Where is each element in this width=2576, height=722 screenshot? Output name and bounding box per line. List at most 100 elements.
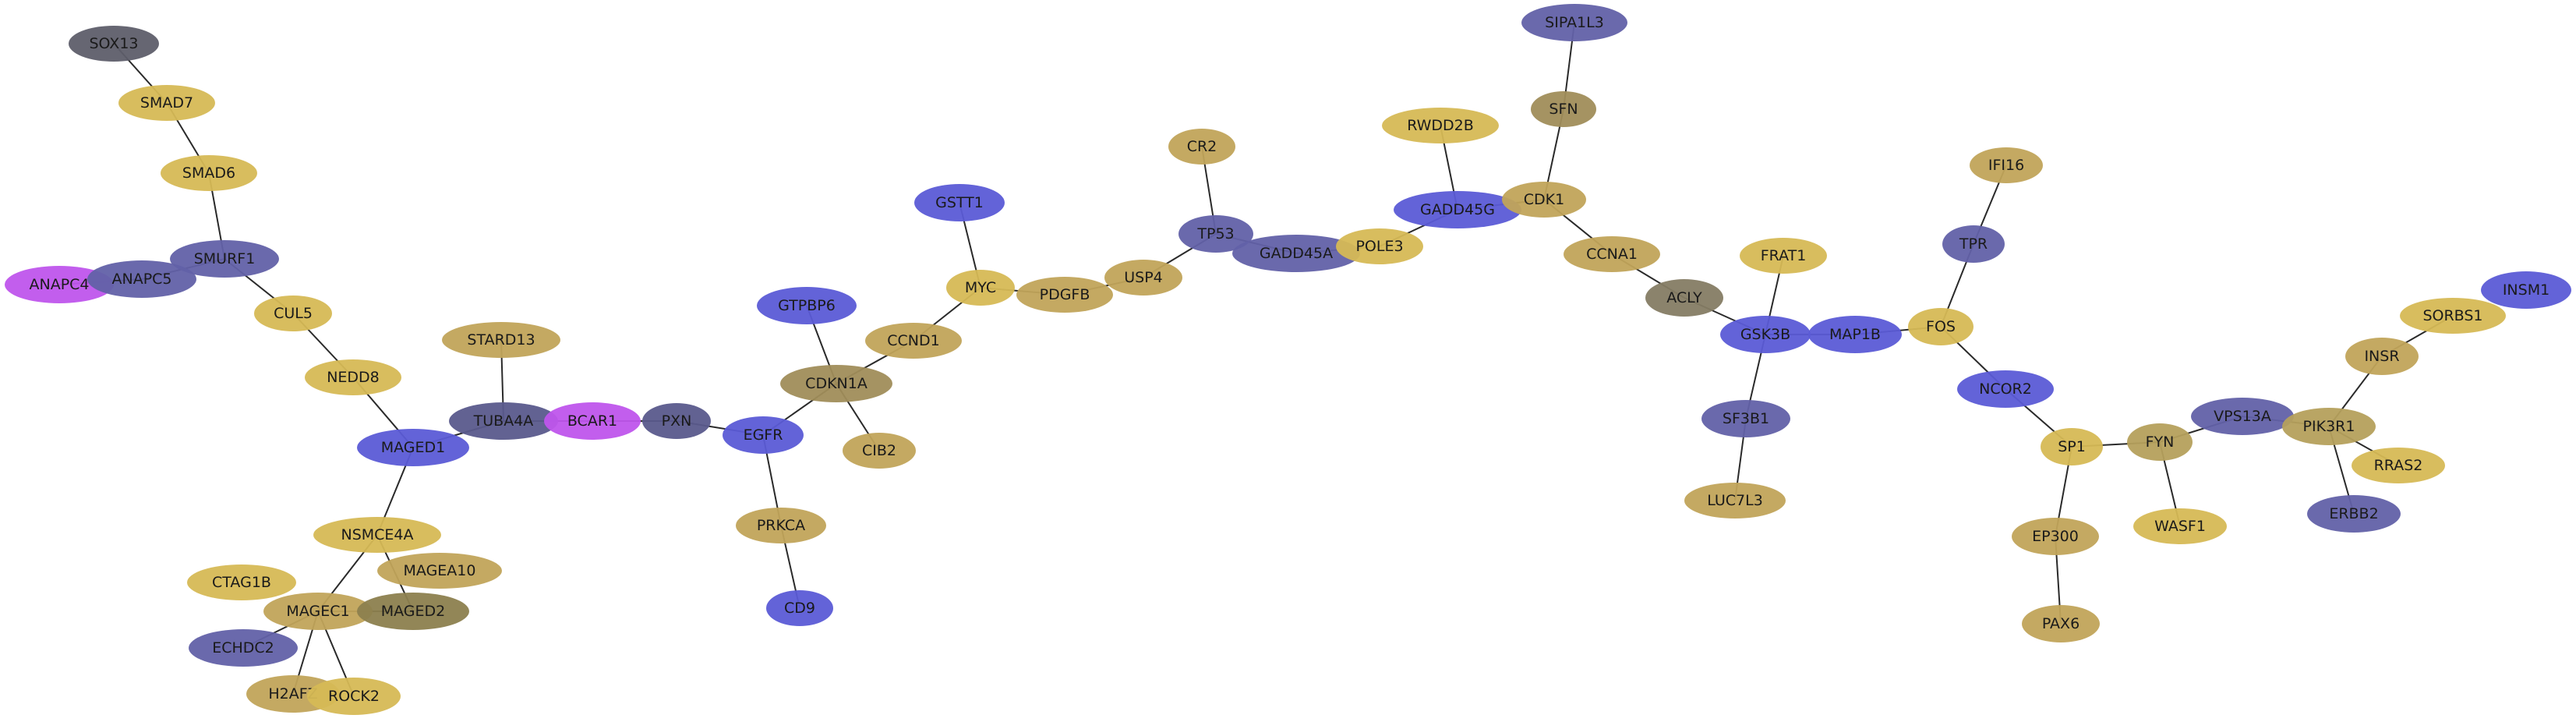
node-cdkn1a[interactable]: CDKN1A: [780, 365, 892, 402]
node-gadd45g[interactable]: GADD45G: [1394, 191, 1521, 228]
node-ellipse: [442, 322, 560, 358]
node-gstt1[interactable]: GSTT1: [914, 184, 1005, 221]
node-label: SOX13: [90, 35, 139, 52]
node-ctag1b[interactable]: CTAG1B: [187, 565, 296, 600]
node-fos[interactable]: FOS: [1908, 308, 1974, 345]
node-maged1[interactable]: MAGED1: [357, 429, 469, 466]
node-cd9[interactable]: CD9: [766, 590, 833, 626]
node-label: USP4: [1124, 269, 1163, 286]
node-gsk3b[interactable]: GSK3B: [1720, 316, 1811, 353]
node-cr2[interactable]: CR2: [1168, 129, 1235, 165]
node-pax6[interactable]: PAX6: [2022, 605, 2100, 642]
node-label: FRAT1: [1761, 247, 1807, 264]
node-ellipse: [189, 629, 298, 667]
node-ifi16[interactable]: IFI16: [1970, 147, 2043, 183]
node-pole3[interactable]: POLE3: [1336, 228, 1423, 264]
node-label: POLE3: [1355, 238, 1403, 255]
node-maged2[interactable]: MAGED2: [357, 593, 469, 630]
node-smad7[interactable]: SMAD7: [118, 85, 215, 121]
node-echdc2[interactable]: ECHDC2: [189, 629, 298, 667]
node-prkca[interactable]: PRKCA: [736, 508, 826, 543]
node-pdgfb[interactable]: PDGFB: [1016, 277, 1113, 313]
node-label: LUC7L3: [1707, 492, 1763, 509]
node-vps13a[interactable]: VPS13A: [2191, 398, 2294, 435]
node-bcar1[interactable]: BCAR1: [544, 402, 641, 440]
node-label: MAGEA10: [404, 562, 476, 579]
node-smad6[interactable]: SMAD6: [161, 155, 257, 191]
node-ellipse: [2400, 298, 2506, 334]
node-ellipse: [1701, 400, 1790, 437]
node-cdk1[interactable]: CDK1: [1502, 182, 1586, 218]
node-gtpbp6[interactable]: GTPBP6: [757, 287, 857, 324]
node-ellipse: [2307, 495, 2401, 533]
node-label: PRKCA: [757, 517, 805, 534]
node-pik3r1[interactable]: PIK3R1: [2282, 408, 2376, 445]
node-ccna1[interactable]: CCNA1: [1564, 236, 1660, 272]
node-gadd45a[interactable]: GADD45A: [1232, 235, 1360, 272]
node-nsmce4a[interactable]: NSMCE4A: [313, 517, 441, 553]
node-label: RWDD2B: [1407, 117, 1474, 134]
node-sfn[interactable]: SFN: [1531, 91, 1596, 127]
node-ncor2[interactable]: NCOR2: [1957, 370, 2054, 408]
node-anapc5[interactable]: ANAPC5: [87, 260, 196, 298]
node-fyn[interactable]: FYN: [2127, 423, 2193, 461]
node-ellipse: [1104, 260, 1182, 296]
node-erbb2[interactable]: ERBB2: [2307, 495, 2401, 533]
node-sox13[interactable]: SOX13: [69, 26, 159, 62]
node-label: CIB2: [862, 442, 896, 459]
node-anapc4[interactable]: ANAPC4: [5, 266, 114, 303]
node-label: CDK1: [1524, 191, 1564, 208]
node-egfr[interactable]: EGFR: [723, 416, 804, 454]
node-cul5[interactable]: CUL5: [254, 296, 332, 331]
node-sp1[interactable]: SP1: [2041, 428, 2103, 465]
node-rras2[interactable]: RRAS2: [2352, 448, 2445, 483]
node-luc7l3[interactable]: LUC7L3: [1684, 483, 1786, 518]
node-ccnd1[interactable]: CCND1: [865, 323, 962, 359]
node-tpr[interactable]: TPR: [1942, 225, 2005, 263]
node-ellipse: [865, 323, 962, 359]
node-tp53[interactable]: TP53: [1178, 215, 1253, 253]
node-magec1[interactable]: MAGEC1: [263, 593, 373, 630]
node-sorbs1[interactable]: SORBS1: [2400, 298, 2506, 334]
node-ellipse: [1232, 235, 1360, 272]
node-myc[interactable]: MYC: [946, 270, 1015, 306]
node-ellipse: [5, 266, 114, 303]
node-label: EP300: [2032, 528, 2079, 545]
node-map1b[interactable]: MAP1B: [1808, 316, 1902, 353]
node-smurf1[interactable]: SMURF1: [170, 240, 279, 278]
node-ellipse: [843, 433, 916, 469]
node-label: EGFR: [744, 426, 783, 444]
node-ellipse: [1970, 147, 2043, 183]
node-label: SFN: [1549, 101, 1578, 118]
node-cib2[interactable]: CIB2: [843, 433, 916, 469]
node-ellipse: [187, 565, 296, 600]
node-stard13[interactable]: STARD13: [442, 322, 560, 358]
node-frat1[interactable]: FRAT1: [1740, 238, 1827, 274]
node-insr[interactable]: INSR: [2345, 338, 2419, 375]
node-pxn[interactable]: PXN: [642, 403, 711, 439]
node-tuba4a[interactable]: TUBA4A: [449, 402, 558, 440]
node-usp4[interactable]: USP4: [1104, 260, 1182, 296]
node-ellipse: [1382, 108, 1499, 143]
node-ep300[interactable]: EP300: [2012, 518, 2099, 555]
node-rock2[interactable]: ROCK2: [307, 678, 401, 715]
node-label: CTAG1B: [212, 574, 271, 591]
node-sf3b1[interactable]: SF3B1: [1701, 400, 1790, 437]
node-insm1[interactable]: INSM1: [2481, 271, 2571, 309]
node-magea10[interactable]: MAGEA10: [377, 553, 502, 589]
node-ellipse: [2345, 338, 2419, 375]
node-ellipse: [2481, 271, 2571, 309]
node-ellipse: [780, 365, 892, 402]
node-label: VPS13A: [2214, 408, 2271, 425]
node-ellipse: [736, 508, 826, 543]
node-sipa1l3[interactable]: SIPA1L3: [1521, 4, 1627, 41]
node-label: TUBA4A: [473, 412, 534, 430]
node-ellipse: [1394, 191, 1521, 228]
node-acly[interactable]: ACLY: [1645, 279, 1723, 317]
node-nedd8[interactable]: NEDD8: [305, 359, 401, 395]
node-ellipse: [1531, 91, 1596, 127]
node-rwdd2b[interactable]: RWDD2B: [1382, 108, 1499, 143]
node-label: INSR: [2364, 348, 2399, 365]
node-wasf1[interactable]: WASF1: [2133, 508, 2227, 544]
